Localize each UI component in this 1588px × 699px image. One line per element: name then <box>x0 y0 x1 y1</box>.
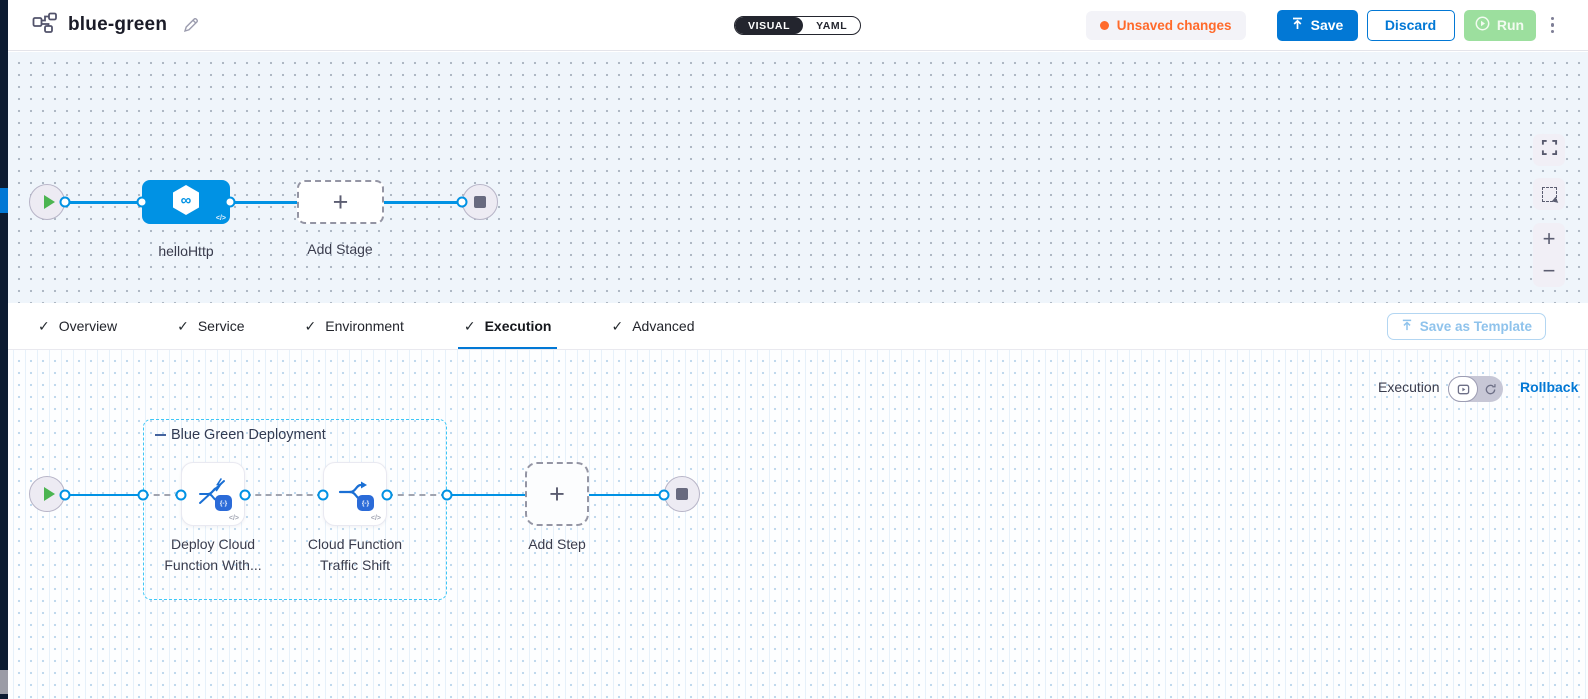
check-icon: ✓ <box>177 317 189 334</box>
step-group-blue-green-deployment[interactable] <box>143 419 447 600</box>
yaml-mode-button[interactable]: YAML <box>816 19 848 32</box>
execution-end-node <box>664 476 700 512</box>
code-icon: </> <box>215 215 226 222</box>
svg-text:∞: ∞ <box>181 192 192 209</box>
add-step-label: Add Step <box>528 536 586 552</box>
step-group-label: Blue Green Deployment <box>171 427 326 443</box>
deploy-stage-hexagon-icon: ∞ <box>170 183 202 222</box>
view-mode-toggle: VISUAL YAML <box>734 16 862 35</box>
stop-icon <box>474 196 486 208</box>
execution-graph-canvas[interactable]: Execution Rollback Blue Green Deployment <box>8 350 1588 699</box>
tab-overview[interactable]: ✓ Overview <box>38 317 118 335</box>
play-icon <box>43 487 55 501</box>
pipeline-icon <box>32 12 58 39</box>
connector-port[interactable] <box>381 489 393 500</box>
step-name-label: Deploy Cloud Function With... <box>164 536 262 573</box>
pipeline-end-node <box>462 184 498 220</box>
add-stage-button[interactable]: + <box>297 180 384 224</box>
connector-port[interactable] <box>136 196 148 208</box>
code-icon: </> <box>370 515 381 522</box>
execution-toggle-icon[interactable] <box>1448 376 1478 402</box>
connector-port[interactable] <box>317 489 329 500</box>
connector-port[interactable] <box>137 489 149 500</box>
stop-icon <box>676 488 688 500</box>
function-badge-icon: {-} <box>215 495 232 511</box>
code-icon: </> <box>228 515 239 522</box>
pipeline-start-node <box>29 184 65 220</box>
left-nav-strip[interactable] <box>0 0 8 699</box>
connector-line-dashed <box>387 493 447 496</box>
connector-port[interactable] <box>224 196 236 208</box>
step-node-deploy-cloud-function[interactable]: {-} </> <box>181 462 245 526</box>
check-icon: ✓ <box>304 317 317 334</box>
tab-execution[interactable]: ✓ Execution <box>457 303 558 349</box>
plus-icon: + <box>549 478 565 509</box>
edit-pipeline-name-button[interactable] <box>183 17 199 33</box>
collapse-group-icon[interactable] <box>155 433 166 437</box>
run-button[interactable]: Run <box>1463 9 1536 41</box>
multi-select-button[interactable] <box>1533 178 1565 210</box>
zoom-in-button[interactable]: + <box>1542 226 1556 251</box>
check-icon: ✓ <box>611 317 624 334</box>
connector-port[interactable] <box>59 489 71 500</box>
connector-line-dashed <box>143 493 181 496</box>
plus-icon: + <box>332 186 349 217</box>
connector-line-dashed <box>245 493 323 496</box>
connector-line <box>447 493 525 496</box>
unsaved-dot-icon <box>1099 20 1109 30</box>
step-name-label: Cloud Function Traffic Shift <box>307 536 403 573</box>
nav-active-indicator <box>0 188 8 213</box>
connector-port[interactable] <box>441 489 453 500</box>
connector-port[interactable] <box>456 196 468 208</box>
scrollbar-thumb[interactable] <box>0 670 8 694</box>
stage-name-label: helloHttp <box>158 243 214 259</box>
check-icon: ✓ <box>38 317 50 334</box>
add-stage-label: Add Stage <box>307 241 373 257</box>
fullscreen-button[interactable] <box>1533 134 1565 166</box>
check-icon: ✓ <box>463 317 476 334</box>
stage-node-hellohttp[interactable]: ∞ </> <box>142 180 230 224</box>
function-badge-icon: {-} <box>357 495 374 511</box>
tab-advanced[interactable]: ✓ Advanced <box>611 317 695 335</box>
rollback-toggle-icon[interactable] <box>1478 376 1503 402</box>
connector-port[interactable] <box>59 196 71 208</box>
step-group-header[interactable]: Blue Green Deployment <box>155 427 326 443</box>
discard-button[interactable]: Discard <box>1366 9 1455 41</box>
save-button[interactable]: Save <box>1276 9 1358 41</box>
execution-mode-label: Execution <box>1378 379 1440 395</box>
pipeline-title: blue-green <box>68 14 168 35</box>
connector-line <box>47 493 143 496</box>
connector-port[interactable] <box>658 489 670 500</box>
stage-graph-canvas[interactable]: ∞ </> + helloHttp Add Stage + − <box>8 52 1588 303</box>
unsaved-changes-badge: Unsaved changes <box>1085 10 1246 40</box>
connector-port[interactable] <box>175 489 187 500</box>
play-circle-icon <box>1475 16 1490 34</box>
zoom-out-button[interactable]: − <box>1542 258 1556 283</box>
tab-service[interactable]: ✓ Service <box>177 317 245 335</box>
pipeline-header: blue-green VISUAL YAML Unsaved changes S… <box>8 0 1588 51</box>
step-node-cloud-function-traffic-shift[interactable]: {-} </> <box>323 462 387 526</box>
multi-select-icon <box>1541 186 1560 205</box>
tab-environment[interactable]: ✓ Environment <box>304 317 404 335</box>
save-as-template-button[interactable]: Save as Template <box>1386 313 1546 340</box>
visual-mode-button[interactable]: VISUAL <box>735 17 804 34</box>
zoom-controls: + − <box>1533 223 1565 287</box>
add-step-button[interactable]: + <box>525 462 589 526</box>
rollback-link[interactable]: Rollback <box>1520 379 1579 395</box>
connector-line <box>589 493 682 496</box>
play-icon <box>43 195 55 209</box>
more-options-menu-icon[interactable] <box>1545 13 1561 38</box>
execution-rollback-toggle[interactable] <box>1448 376 1503 402</box>
stage-config-tabbar: ✓ Overview ✓ Service ✓ Environment ✓ Exe… <box>8 303 1588 350</box>
connector-port[interactable] <box>239 489 251 500</box>
upload-icon <box>1401 319 1413 334</box>
connector-line <box>47 201 480 204</box>
fullscreen-icon <box>1541 139 1558 161</box>
upload-icon <box>1291 17 1304 33</box>
